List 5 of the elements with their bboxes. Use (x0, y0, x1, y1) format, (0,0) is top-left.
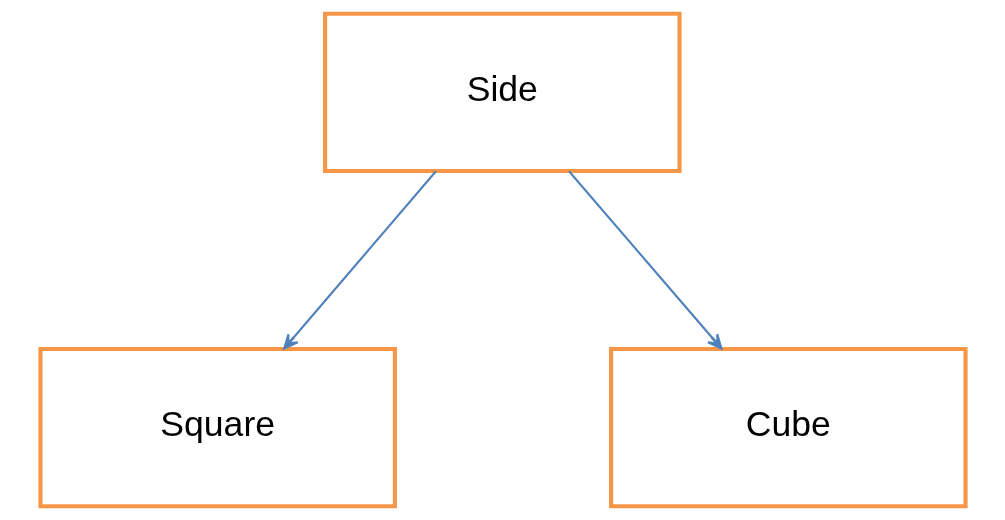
arrow (282, 170, 437, 350)
arrow (567, 170, 723, 350)
node-box: Square (37, 346, 397, 509)
node-box: Cube (608, 346, 968, 509)
node-box: Side (322, 11, 682, 174)
